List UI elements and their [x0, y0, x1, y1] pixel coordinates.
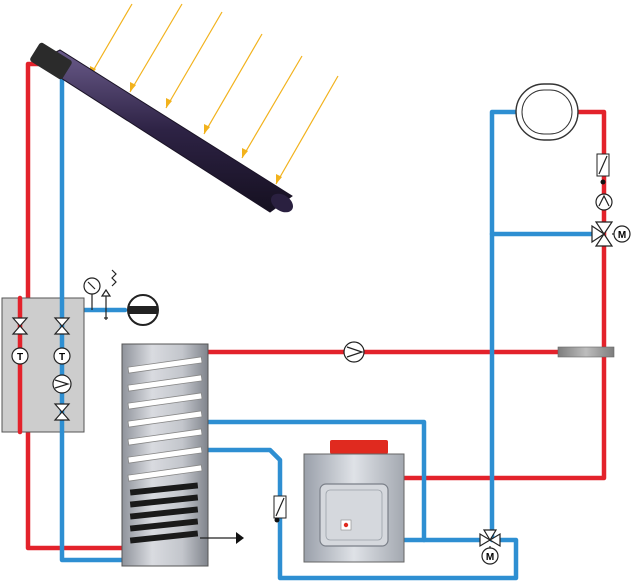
solar-collector-icon [30, 42, 294, 213]
motor-valve-upper-label: M [618, 230, 626, 241]
thermometer-icon: T [11, 347, 29, 365]
mixing-valve-icon: M [479, 529, 501, 565]
sun-ray-icon [129, 3, 183, 93]
heating-circuit-piping [205, 109, 607, 581]
boiler-burner [330, 440, 388, 454]
pump-station-icon: T T [1, 295, 85, 435]
storage-tank-icon [121, 343, 236, 567]
pressure-gauge-icon [83, 277, 101, 310]
check-valve-icon [53, 317, 71, 335]
tank-upper-coil [127, 356, 203, 482]
tank-lower-return-line [205, 447, 519, 581]
sun-ray-icon [165, 11, 223, 109]
drain-icon [236, 532, 244, 544]
flow-meter-icon [273, 495, 287, 523]
boiler-flow-line [401, 349, 607, 481]
pump-icon [52, 374, 72, 394]
expansion-vessel-icon [127, 294, 159, 326]
motor-valve-lower-label: M [486, 552, 494, 563]
collector-return-line [59, 67, 125, 563]
thermometer-icon: T [53, 347, 71, 365]
safety-valve-icon [100, 269, 117, 320]
temp-sensor-right-label: T [59, 352, 65, 363]
pump-icon [595, 193, 613, 211]
radiator-return-line [489, 109, 523, 543]
tank-solar-coil [129, 482, 199, 544]
flow-meter-icon [596, 153, 610, 185]
sun-rays [89, 3, 339, 185]
pump-icon [343, 341, 365, 363]
sun-ray-icon [89, 3, 133, 77]
heat-exchanger-icon [557, 346, 615, 358]
boiler-icon [303, 440, 405, 563]
tank-upper-to-boiler-line [205, 419, 483, 543]
check-valve-icon [53, 403, 71, 421]
radiator-icon [515, 83, 579, 141]
radiator-flow-line [575, 109, 607, 355]
mixing-valve-icon: M [591, 221, 631, 247]
sun-ray-icon [275, 75, 339, 185]
sun-ray-icon [241, 55, 303, 159]
sun-ray-icon [203, 33, 263, 135]
check-valve-icon [11, 317, 29, 335]
temp-sensor-left-label: T [17, 352, 23, 363]
